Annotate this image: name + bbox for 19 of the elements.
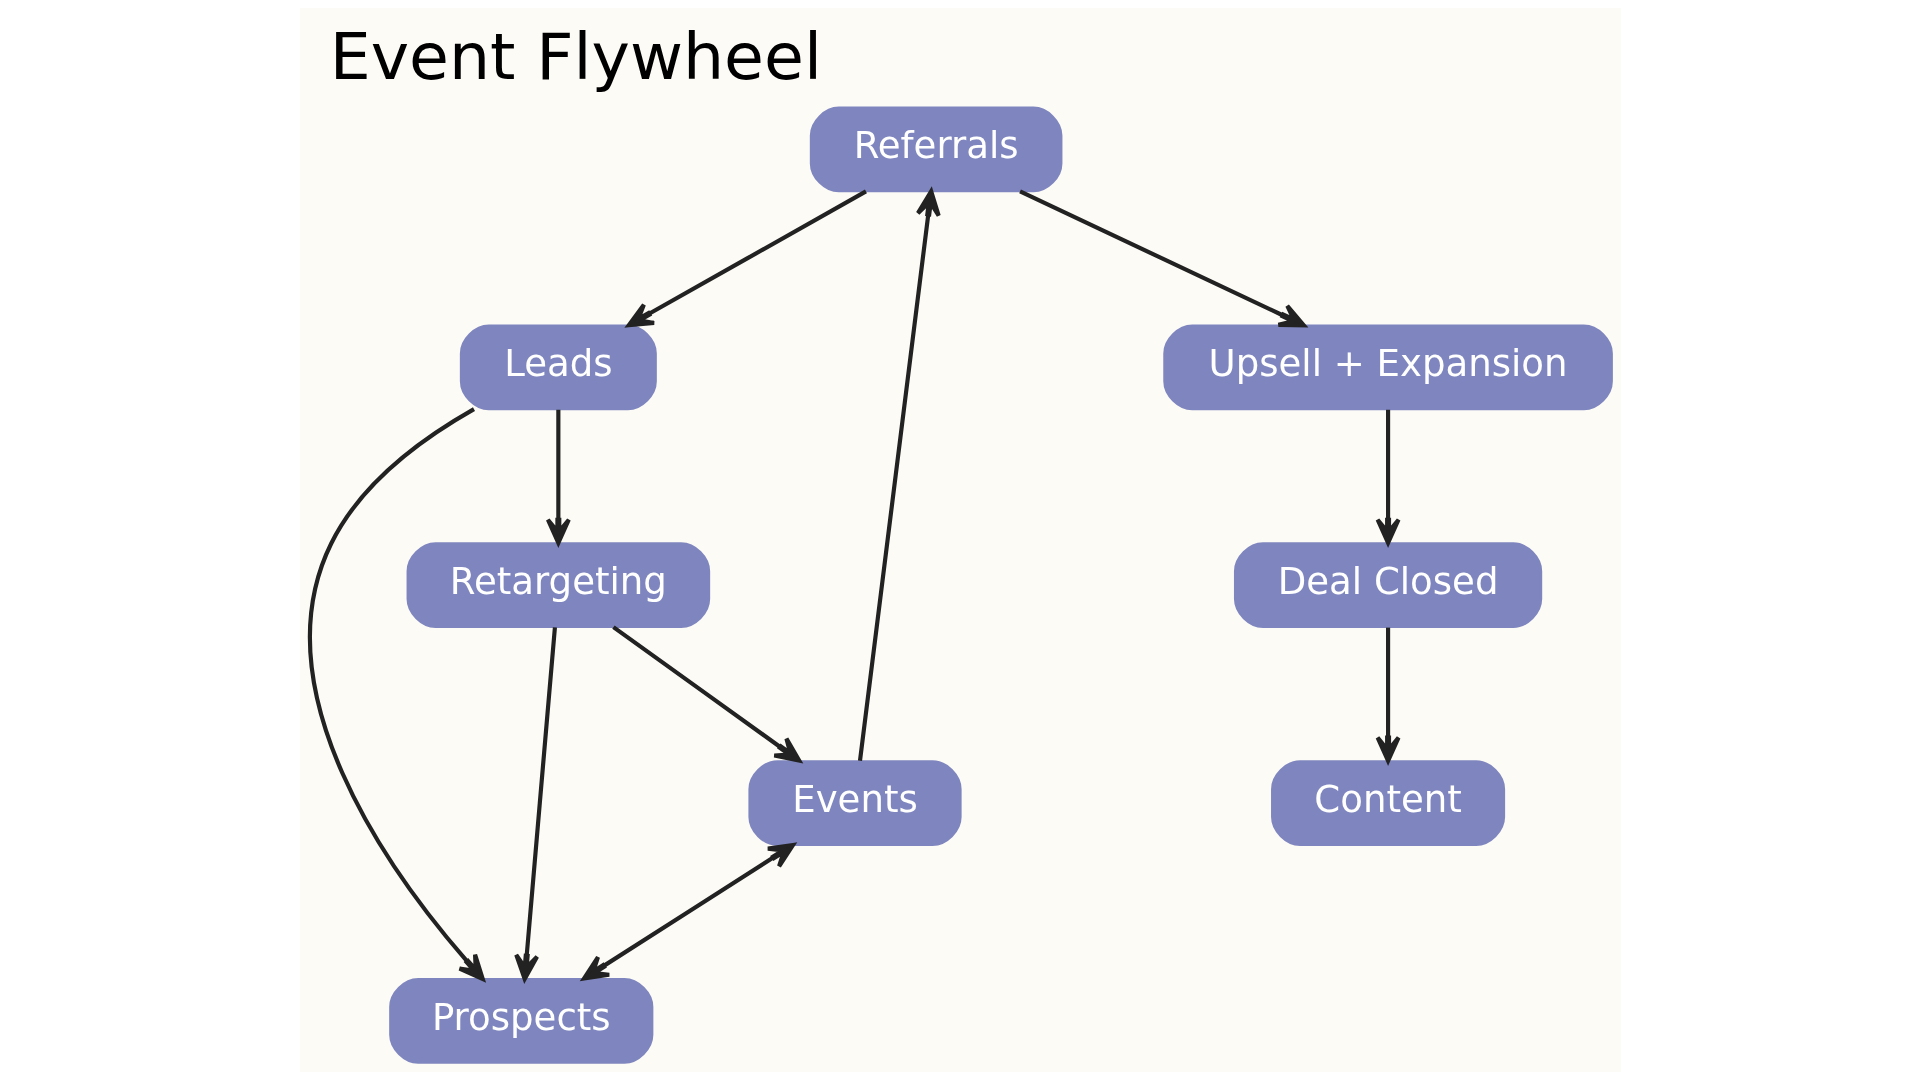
arrow [308,407,485,981]
arrow [1018,189,1306,328]
arrow [581,842,795,981]
node-box: Upsell + Expansion [1162,324,1613,411]
arrow [545,409,571,546]
node-box: Prospects [388,978,653,1064]
node-box: Retargeting [406,542,710,629]
arrow [1375,627,1401,763]
arrow [626,189,867,328]
arrow [1375,409,1401,546]
diagram-title: Event Flywheel [329,18,822,94]
node-box: Events [747,760,962,846]
arrow [857,189,941,762]
arrow [611,625,801,763]
node-box: Deal Closed [1233,542,1542,629]
node-box: Referrals [809,106,1062,193]
arrow [513,627,557,981]
node-box: Content [1270,760,1505,846]
node-box: Leads [459,324,657,411]
